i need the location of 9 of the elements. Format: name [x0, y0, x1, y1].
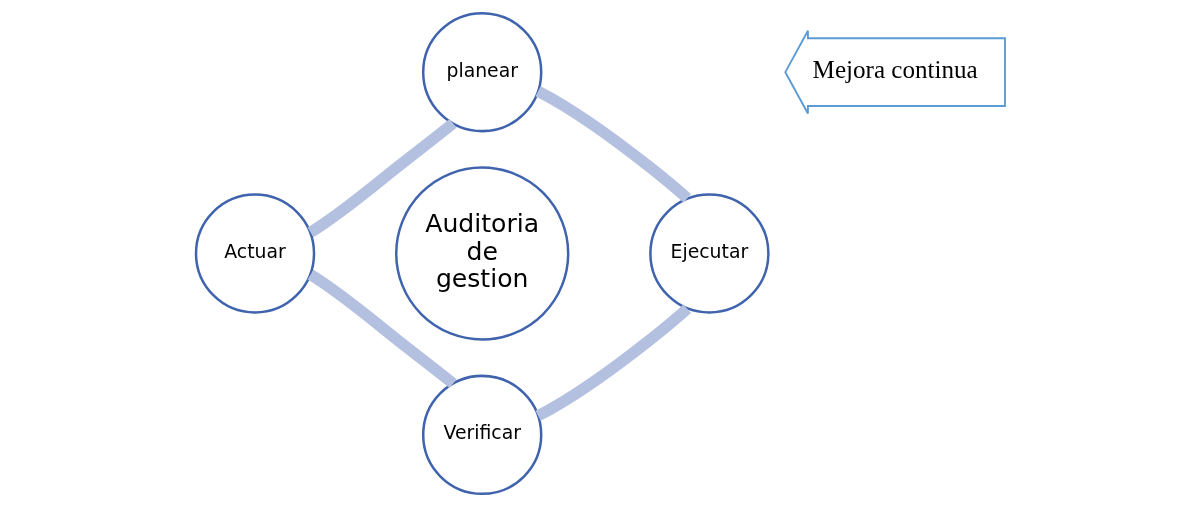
node-circle: Verificar: [421, 374, 542, 496]
connector: [534, 86, 691, 203]
connector: [534, 304, 691, 421]
node-circle: Ejecutar: [648, 193, 770, 314]
connector: [307, 119, 457, 238]
node-circle: planear: [421, 11, 542, 133]
connector: [307, 269, 457, 388]
node-circle: Auditoria de gestion: [394, 166, 569, 341]
node-circle: Actuar: [194, 193, 315, 314]
